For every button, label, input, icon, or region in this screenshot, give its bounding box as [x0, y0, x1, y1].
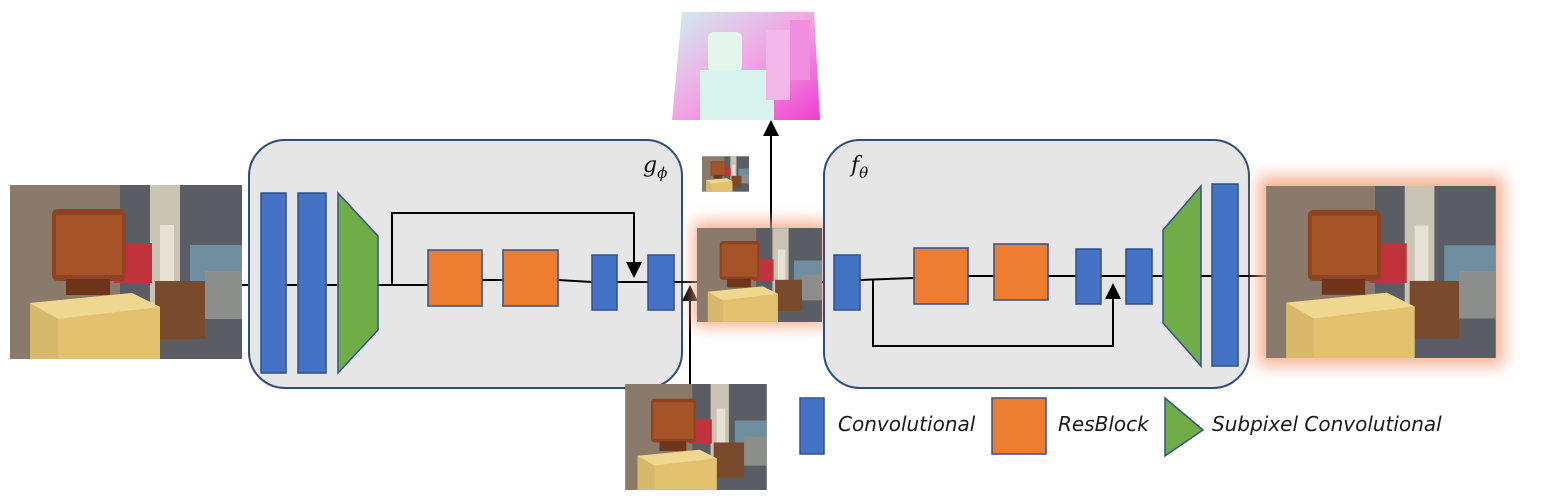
encoder-label: gϕ: [643, 153, 667, 182]
guide-image: [625, 384, 767, 490]
legend: Convolutional ResBlock Subpixel Convolut…: [799, 396, 1442, 458]
encoder-conv-2: [297, 192, 327, 374]
decoder-conv-1: [833, 254, 861, 311]
legend-subpixel-label: Subpixel Convolutional: [1212, 412, 1442, 436]
decoder-subpixel-conv: [1162, 183, 1202, 368]
encoder-conv-4: [647, 254, 675, 311]
legend-conv-swatch: [799, 397, 825, 455]
output-image: [1266, 186, 1496, 358]
intermediate-image: [697, 228, 822, 322]
encoder-resblock-2: [502, 249, 559, 307]
decoder-conv-2: [1075, 248, 1102, 305]
encoder-resblock-1: [427, 249, 483, 307]
legend-resblock-swatch: [991, 397, 1047, 455]
encoder-conv-3: [591, 254, 618, 311]
encoder-subpixel-conv: [337, 191, 379, 375]
input-image: [10, 185, 242, 359]
decoder-conv-3: [1125, 248, 1153, 305]
legend-subpixel-swatch: [1164, 396, 1205, 458]
legend-resblock-label: ResBlock: [1058, 412, 1150, 436]
flow-map-image: [672, 12, 820, 120]
encoder-conv-1: [260, 192, 287, 374]
decoder-resblock-2: [993, 243, 1049, 301]
decoder-conv-4: [1211, 183, 1239, 367]
decoder-resblock-1: [913, 247, 969, 305]
small-thumbnail-image: [702, 156, 749, 192]
legend-conv-label: Convolutional: [838, 412, 976, 436]
